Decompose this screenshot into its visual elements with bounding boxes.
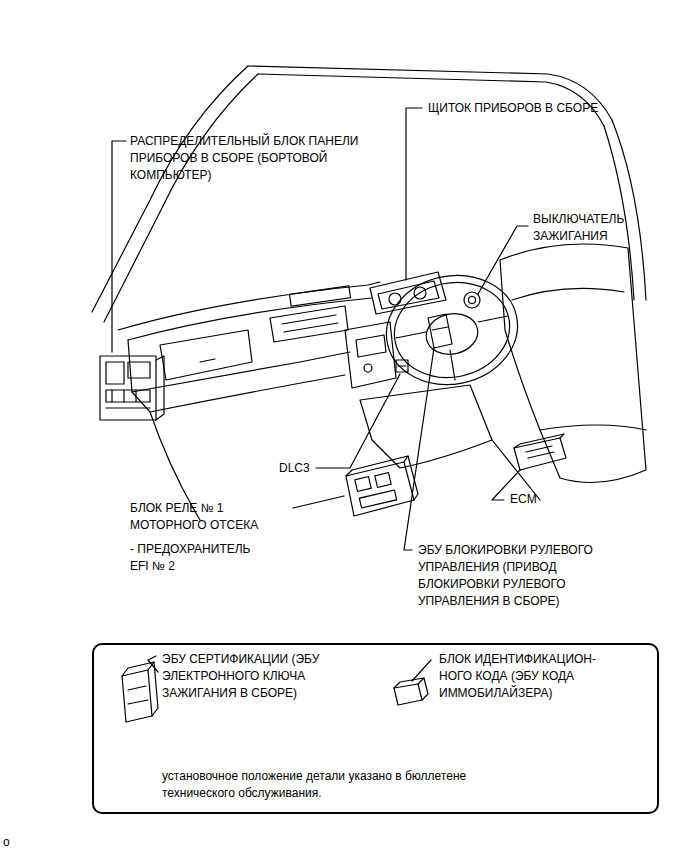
part-label: ECM [510,491,550,508]
figure-mark: o [3,834,23,851]
part-label: БЛОК РЕЛЕ № 1 МОТОРНОГО ОТСЕКА [130,500,260,534]
part-label: - ПРЕДОХРАНИТЕЛЬ EFI № 2 [130,541,260,575]
part-label: DLC3 [279,460,319,477]
inset-box: ЭБУ СЕРТИФИКАЦИИ (ЭБУ ЭЛЕКТРОННОГО КЛЮЧА… [92,643,659,814]
part-label: ЩИТОК ПРИБОРОВ В СБОРЕ [428,100,648,117]
part-label: ВЫКЛЮЧАТЕЛЬ ЗАЖИГАНИЯ [533,211,643,245]
part-label: ЭБУ БЛОКИРОВКИ РУЛЕВОГО УПРАВЛЕНИЯ (ПРИВ… [418,542,600,610]
part-label: РАСПРЕДЕЛИТЕЛЬНЫЙ БЛОК ПАНЕЛИ ПРИБОРОВ В… [130,133,400,184]
part-label: ЭБУ СЕРТИФИКАЦИИ (ЭБУ ЭЛЕКТРОННОГО КЛЮЧА… [162,651,362,702]
note-text: установочное положение детали указано в … [162,768,522,802]
part-label: БЛОК ИДЕНТИФИКАЦИОН- НОГО КОДА (ЭБУ КОДА… [439,651,629,702]
